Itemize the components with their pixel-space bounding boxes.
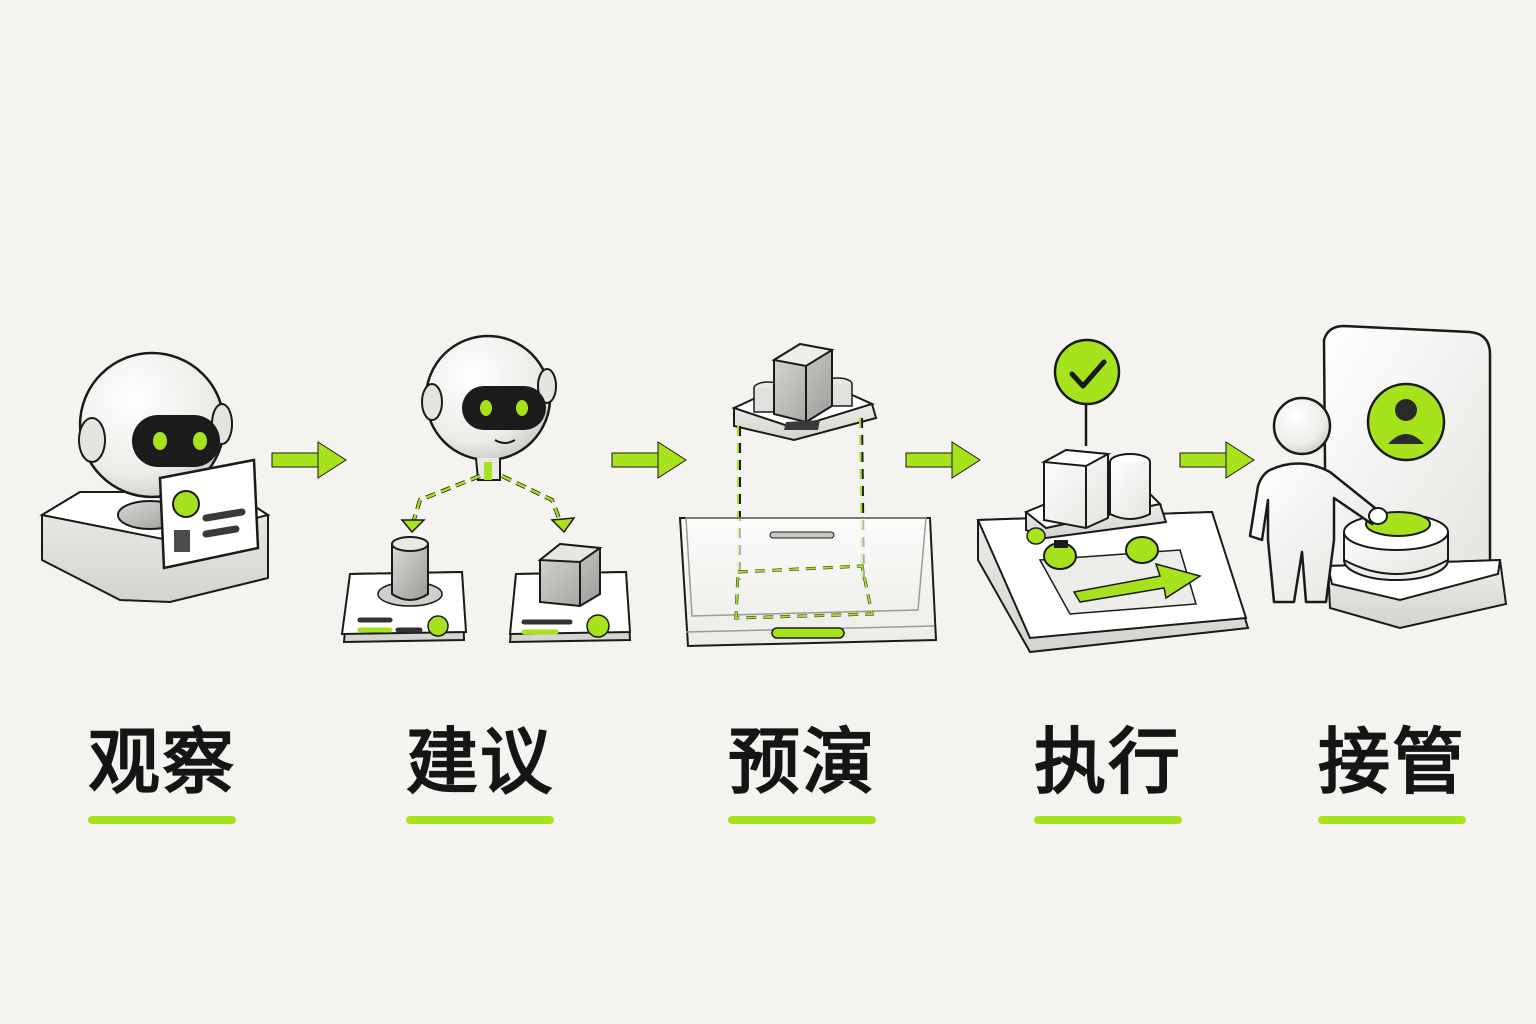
arrow-right-icon — [611, 441, 687, 479]
robot-suggesting-options-icon — [340, 334, 632, 644]
step-underline — [406, 816, 554, 824]
arrow-right-icon — [1179, 441, 1255, 479]
step-label-takeover: 接管 — [1317, 720, 1466, 804]
step-label-suggest: 建议 — [405, 720, 554, 804]
step-underline — [728, 816, 876, 824]
step-underline — [88, 816, 236, 824]
step-underline — [1034, 816, 1182, 824]
human-takeover-button-icon — [1248, 324, 1508, 630]
arrow-right-icon — [271, 441, 347, 479]
rehearsal-preview-tray-icon — [678, 342, 938, 648]
robot-observing-card-icon — [39, 351, 271, 604]
step-underline — [1318, 816, 1466, 824]
step-label-rehearse: 预演 — [727, 720, 876, 804]
arrow-right-icon — [905, 441, 981, 479]
executing-cart-with-check-icon — [976, 338, 1250, 654]
step-label-observe: 观察 — [87, 720, 236, 804]
step-label-execute: 执行 — [1033, 720, 1182, 804]
